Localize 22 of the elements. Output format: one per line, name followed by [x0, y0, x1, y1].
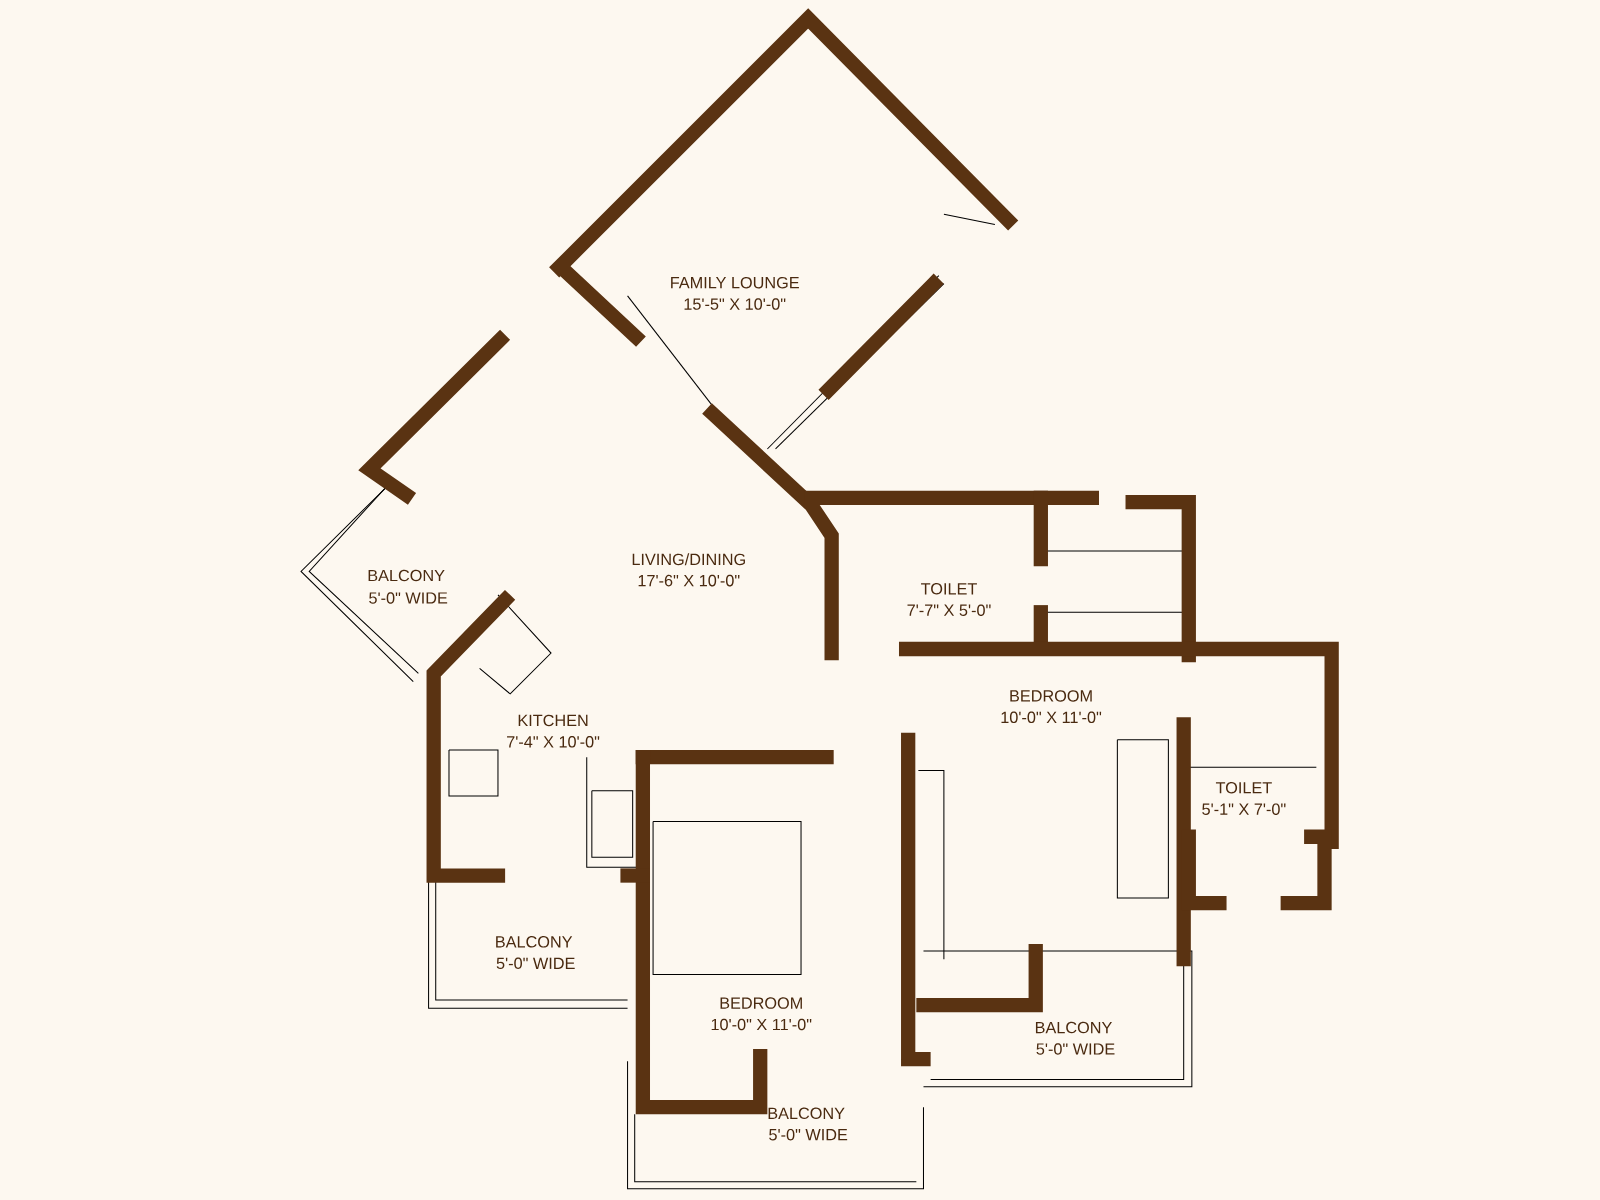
room-label: BALCONY: [768, 1107, 845, 1120]
dimension-label: 5'-0" WIDE: [496, 957, 575, 970]
room-label: BALCONY: [1035, 1021, 1112, 1034]
room-label: FAMILY LOUNGE: [671, 276, 799, 289]
dimension-label: 7'-7" X 5'-0": [907, 604, 991, 616]
room-label: BALCONY: [368, 569, 445, 582]
dimension-label: 5'-0" WIDE: [369, 592, 448, 604]
dimension-label: 5'-0" WIDE: [1036, 1043, 1115, 1055]
dimension-label: 10'-0" X 11'-0": [1001, 711, 1102, 724]
room-label: TOILET: [1215, 782, 1272, 794]
dimension-label: 7'-4" X 10'-0": [507, 736, 600, 748]
dimension-label: 10'-0" X 11'-0": [711, 1018, 812, 1031]
room-label: LIVING/DINING: [632, 553, 745, 566]
room-label: BEDROOM: [1010, 690, 1092, 702]
dimension-label: 5'-0" WIDE: [769, 1128, 848, 1141]
room-label: BALCONY: [496, 936, 573, 948]
dimension-label: 5'-1" X 7'-0": [1202, 803, 1286, 815]
room-label: TOILET: [921, 583, 977, 595]
room-label: KITCHEN: [518, 714, 588, 727]
room-label: BEDROOM: [720, 997, 802, 1009]
dimension-label: 15'-5" X 10'-0": [684, 298, 786, 310]
dimension-label: 17'-6" X 10'-0": [638, 574, 740, 587]
